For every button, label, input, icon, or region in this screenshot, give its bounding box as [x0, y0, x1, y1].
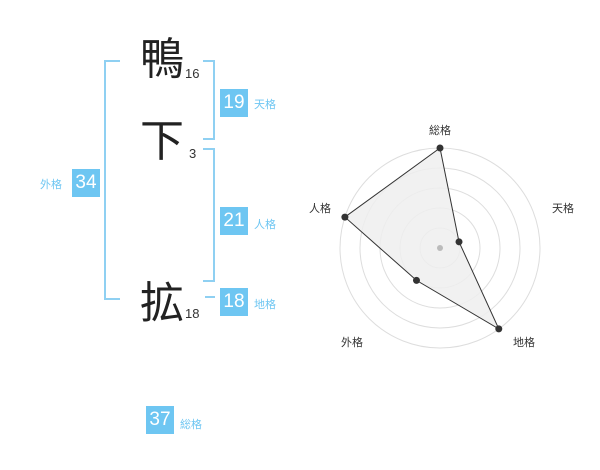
soukaku-label: 総格: [180, 418, 202, 431]
stroke-count-1: 16: [185, 66, 200, 81]
radar-label-soukaku: 総格: [429, 123, 451, 137]
tenkaku-bracket: [203, 60, 215, 140]
gaikaku-value: 34: [72, 169, 100, 197]
name-char-2: 下: [140, 116, 184, 167]
name-char-3: 拡: [140, 278, 184, 329]
gaikaku-bracket: [104, 60, 120, 300]
chikaku-label: 地格: [254, 298, 276, 311]
radar-polygon: [344, 147, 500, 331]
jinkaku-value: 21: [220, 207, 248, 235]
radar-label-tenkaku: 天格: [552, 201, 574, 215]
jinkaku-label: 人格: [254, 218, 276, 231]
gaikaku-label: 外格: [40, 178, 62, 191]
radar-label-jinkaku: 人格: [309, 201, 331, 215]
radar-point-3: [495, 325, 503, 333]
soukaku-value: 37: [146, 406, 174, 434]
name-char-1: 鴨: [140, 34, 184, 85]
radar-label-gaikaku: 外格: [341, 335, 363, 349]
radar-point-5: [341, 213, 349, 221]
tenkaku-value: 19: [220, 89, 248, 117]
stroke-count-2: 3: [189, 146, 197, 161]
tenkaku-label: 天格: [254, 98, 276, 111]
stroke-count-3: 18: [185, 306, 200, 321]
radar-point-1: [436, 144, 444, 152]
chikaku-value: 18: [220, 288, 248, 316]
radar-center-dot: [437, 245, 443, 251]
chikaku-connector: [205, 296, 215, 298]
jinkaku-bracket: [203, 148, 215, 282]
radar-point-4: [412, 276, 420, 284]
radar-label-chikaku: 地格: [513, 335, 535, 349]
radar-point-2: [455, 238, 463, 246]
